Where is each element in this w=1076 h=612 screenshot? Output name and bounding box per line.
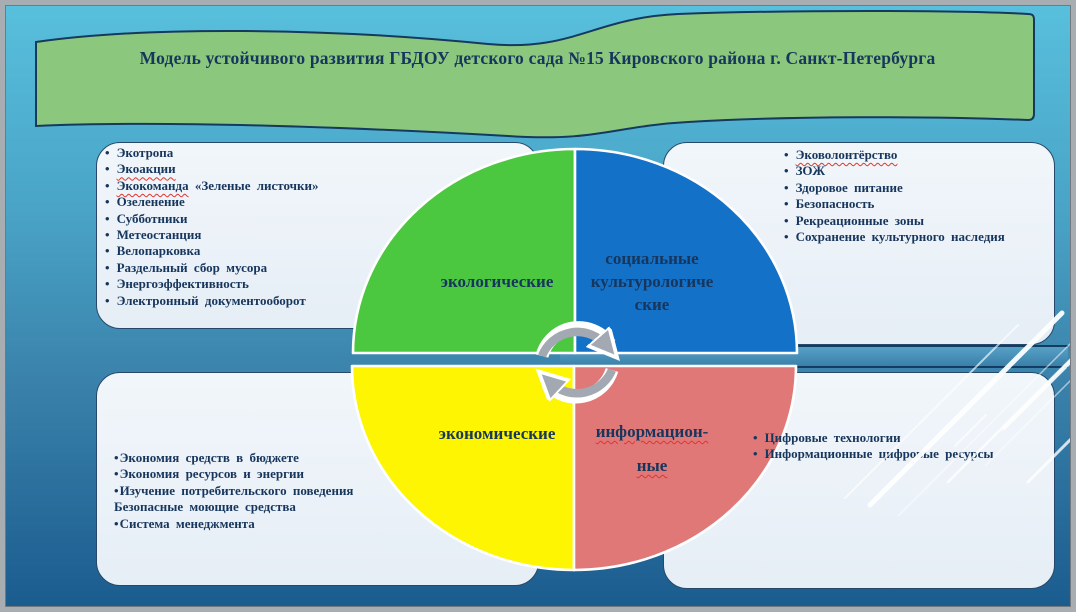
bullet-icon: • — [105, 161, 110, 177]
economic-list: •Экономия средств в бюджете•Экономия рес… — [114, 450, 474, 532]
list-item: •Субботники — [105, 210, 188, 226]
list-item: •Раздельный сбор мусора — [105, 259, 268, 275]
label-informational: информацион-ные — [595, 422, 709, 475]
bullet-icon: • — [784, 212, 789, 228]
quadrant-informational — [572, 364, 798, 572]
bullet-icon: • — [105, 292, 110, 308]
list-item: •Электронный документооборот — [105, 292, 306, 308]
quadrant-economic — [350, 364, 576, 572]
list-item: •Энергоэффективность — [105, 276, 249, 292]
list-item: •Цифровые технологии — [753, 430, 901, 445]
list-item: •Экоакции — [105, 161, 176, 177]
bullet-icon: • — [753, 446, 758, 462]
list-item: •Информационные цифровые ресурсы — [753, 446, 994, 462]
label-economic: экономические — [438, 424, 556, 443]
bullet-icon: • — [114, 450, 119, 465]
quadrant-circle-diagram — [350, 147, 799, 572]
list-item: •Эковолонтёрство — [784, 147, 898, 162]
bullet-icon: • — [114, 515, 119, 531]
list-item: •Рекреационные зоны — [784, 212, 925, 228]
list-item: •Экотропа — [105, 145, 174, 160]
social-list: •Эковолонтёрство•ЗОЖ•Здоровое питание•Бе… — [784, 147, 1049, 245]
bullet-icon: • — [105, 243, 110, 259]
bullet-icon: • — [753, 430, 758, 445]
bullet-icon: • — [105, 210, 110, 226]
quadrant-social — [573, 147, 799, 355]
bullet-icon: • — [784, 179, 789, 195]
list-item: •Метеостанция — [105, 227, 202, 243]
list-item: •Озеленение — [105, 194, 185, 210]
banner-ribbon-shape — [35, 10, 1035, 139]
bullet-icon: • — [784, 196, 789, 212]
bullet-icon: • — [114, 482, 119, 498]
bullet-icon: • — [105, 177, 110, 193]
bullet-icon: • — [105, 259, 110, 275]
bullet-icon: • — [105, 194, 110, 210]
list-item: •Экокоманда «Зеленые листочки» — [105, 177, 319, 193]
list-item: •Безопасность — [784, 196, 875, 212]
quadrant-ecological — [351, 147, 577, 355]
ecological-list: •Экотропа•Экоакции•Экокоманда «Зеленые л… — [105, 145, 525, 309]
list-item: •Экономия ресурсов и энергии — [114, 466, 305, 482]
rotation-arrows-icon — [542, 321, 612, 404]
label-ecological: экологические — [440, 272, 554, 291]
list-item: •Здоровое питание — [784, 179, 903, 195]
bullet-icon: • — [105, 276, 110, 292]
list-item: •Экономия средств в бюджете — [114, 450, 299, 465]
slide-title: Модель устойчивого развития ГБДОУ детско… — [139, 48, 936, 68]
bullet-icon: • — [105, 227, 110, 243]
list-item: •ЗОЖ — [784, 163, 826, 179]
list-item: •Система менеджмента — [114, 515, 255, 531]
list-item: •Велопарковка — [105, 243, 201, 259]
list-item: Безопасные моющие средства — [114, 499, 296, 515]
title-banner — [35, 10, 1035, 139]
list-item: •Изучение потребительского поведения — [114, 482, 354, 498]
bullet-icon: • — [784, 229, 789, 245]
bullet-icon: • — [784, 147, 789, 162]
bullet-icon: • — [114, 466, 119, 482]
list-item: •Сохранение культурного наследия — [784, 229, 1005, 245]
bullet-icon: • — [105, 145, 110, 160]
informational-list: •Цифровые технологии•Информационные цифр… — [753, 430, 1053, 463]
bullet-icon: • — [784, 163, 789, 179]
